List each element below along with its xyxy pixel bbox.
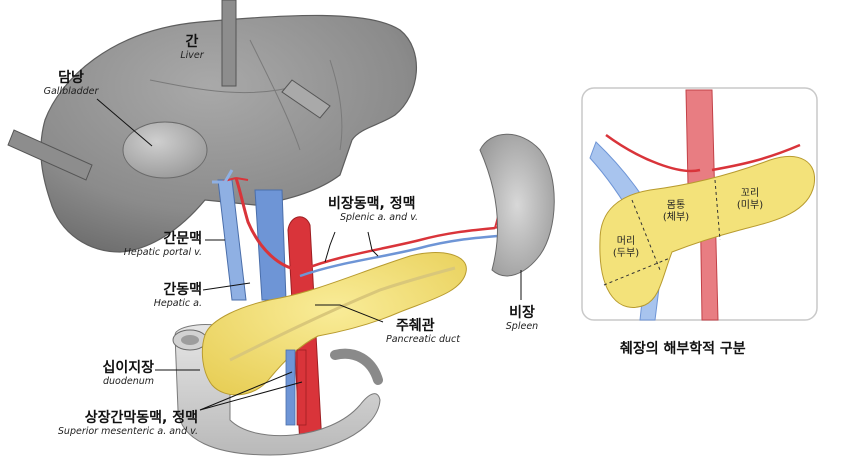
spleen-label: 비장 Spleen	[498, 305, 546, 333]
hepatic-portal-label-ko: 간문맥	[163, 231, 202, 247]
hepatic-artery-label-ko: 간동맥	[163, 282, 202, 298]
pancreas-shape	[201, 252, 467, 396]
inset-head-label-ko: 머리	[616, 236, 636, 247]
inset-body-label-ko: 몸통	[666, 200, 686, 211]
liver-label: 간 Liver	[172, 34, 212, 62]
pancreatic-duct-label-ko: 주췌관	[396, 318, 435, 334]
gallbladder-shape	[122, 121, 208, 179]
superior-mesenteric-vessels	[285, 349, 307, 426]
inset-head-label-sub: (두부)	[612, 248, 640, 259]
duodenum-label-ko: 십이지장	[102, 360, 154, 376]
spleen-label-en: Spleen	[505, 321, 539, 332]
splenic-label-en: Splenic a. and v.	[340, 212, 419, 223]
liver-label-ko: 간	[185, 34, 199, 50]
liver-shape	[40, 14, 418, 253]
gallbladder-label: 담낭 Gallbladder	[26, 70, 116, 98]
duodenum-label-en: duodenum	[102, 376, 154, 387]
gallbladder-label-en: Gallbladder	[43, 86, 99, 97]
pancreatic-duct-label: 주췌관 Pancreatic duct	[386, 318, 460, 346]
sma-label: 상장간막동맥, 정맥 Superior mesenteric a. and v.	[30, 410, 198, 438]
gallbladder-label-ko: 담낭	[58, 70, 84, 86]
inset-head-label: 머리 (두부)	[606, 236, 646, 260]
hepatic-artery-label-en: Hepatic a.	[153, 298, 202, 309]
liver-label-en: Liver	[180, 50, 204, 61]
hepatic-portal-label: 간문맥 Hepatic portal v.	[90, 231, 202, 259]
spleen-label-ko: 비장	[509, 305, 535, 321]
splenic-label-ko: 비장동맥, 정맥	[328, 196, 416, 212]
duodenum-label: 십이지장 duodenum	[60, 360, 154, 388]
inset-tail-label-sub: (미부)	[736, 200, 764, 211]
splenic-label: 비장동맥, 정맥 Splenic a. and v.	[328, 196, 418, 224]
inset-tail-label-ko: 꼬리	[740, 188, 760, 199]
inset-caption: 췌장의 해부학적 구분	[620, 341, 746, 357]
inset-tail-label: 꼬리 (미부)	[730, 188, 770, 212]
hepatic-vessels	[212, 169, 301, 272]
inset-body-label-sub: (체부)	[662, 212, 690, 223]
leader-lines	[96, 98, 522, 411]
hepatic-portal-label-en: Hepatic portal v.	[123, 247, 202, 258]
sma-label-ko: 상장간막동맥, 정맥	[84, 410, 198, 426]
hepatic-artery-label: 간동맥 Hepatic a.	[120, 282, 202, 310]
spleen-shape	[479, 133, 555, 277]
pancreas-inset	[581, 87, 818, 321]
inset-body-label: 몸통 (체부)	[656, 200, 696, 224]
pancreatic-duct-label-en: Pancreatic duct	[386, 334, 460, 345]
sma-label-en: Superior mesenteric a. and v.	[57, 426, 198, 437]
surgical-retractors	[7, 0, 331, 181]
